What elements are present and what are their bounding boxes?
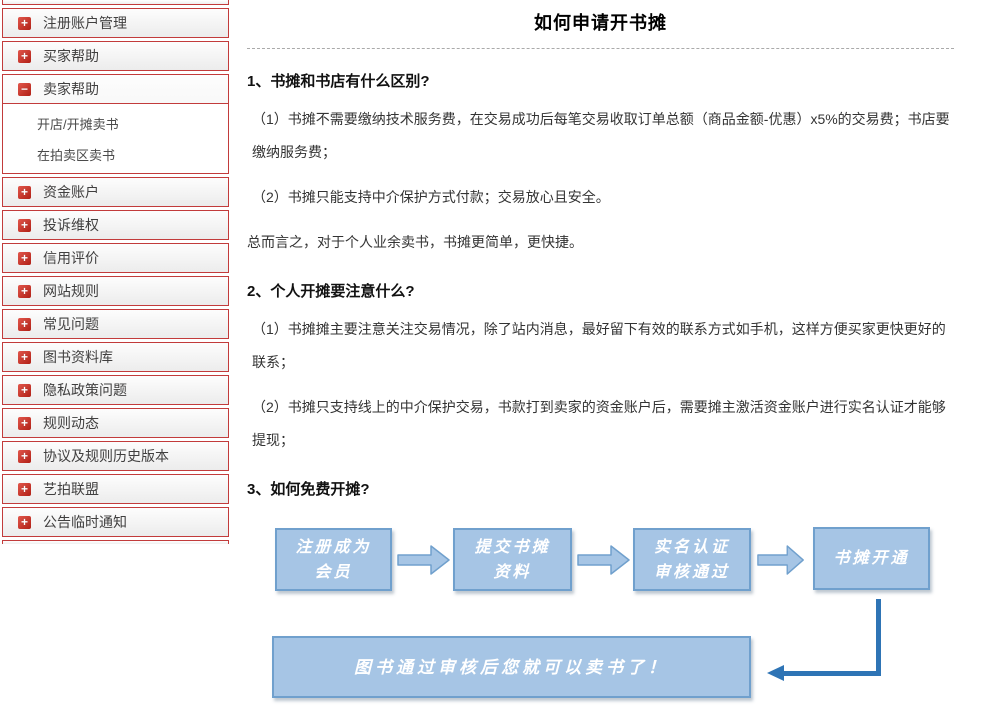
sidebar-subitem-open-store-stall[interactable]: 开店/开摊卖书 <box>37 117 119 132</box>
answer-paragraph: （1）书摊摊主要注意关注交易情况，除了站内消息，最好留下有效的联系方式如手机，这… <box>252 321 946 370</box>
sidebar-item-buyer-help: + 买家帮助 <box>2 41 229 71</box>
flow-step-real-name-verified: 实名认证 审核通过 <box>633 528 751 591</box>
collapse-minus-icon[interactable]: − <box>18 82 31 96</box>
title-divider <box>247 48 954 49</box>
seller-help-submenu: 开店/开摊卖书 在拍卖区卖书 <box>3 103 228 173</box>
elbow-arrow-horizontal-segment <box>783 671 881 676</box>
expand-plus-icon[interactable]: + <box>18 317 31 331</box>
sidebar-item-label: 资金账户 <box>43 184 99 200</box>
sidebar-item-partial-top <box>2 0 229 5</box>
sidebar-item-site-rules: + 网站规则 <box>2 276 229 306</box>
expand-plus-icon[interactable]: + <box>18 16 31 30</box>
sidebar-item-header[interactable]: + 投诉维权 <box>3 211 228 239</box>
sidebar-item-label: 买家帮助 <box>43 48 99 64</box>
question-2-heading: 2、个人开摊要注意什么? <box>247 283 415 300</box>
expand-plus-icon[interactable]: + <box>18 218 31 232</box>
sidebar-item-header[interactable]: + 规则动态 <box>3 409 228 437</box>
flow-step-line: 书摊开通 <box>833 550 910 567</box>
sidebar-subitem-auction-area[interactable]: 在拍卖区卖书 <box>37 148 116 163</box>
flow-step-line: 提交书摊 <box>474 538 551 556</box>
sidebar-item-label: 卖家帮助 <box>43 81 99 97</box>
sidebar-item-account-management: + 注册账户管理 <box>2 8 229 38</box>
sidebar-item-header[interactable]: + 公告临时通知 <box>3 508 228 536</box>
right-arrow-icon <box>757 544 805 576</box>
answer-paragraph: （1）书摊不需要缴纳技术服务费，在交易成功后每笔交易收取订单总额（商品金额-优惠… <box>252 111 950 160</box>
sidebar-item-label: 艺拍联盟 <box>43 481 99 497</box>
sidebar-item-header[interactable]: + 信用评价 <box>3 244 228 272</box>
expand-plus-icon[interactable]: + <box>18 284 31 298</box>
flow-step-register-member: 注册成为 会员 <box>275 528 392 591</box>
help-article: 如何申请开书摊 1、书摊和书店有什么区别? （1）书摊不需要缴纳技术服务费，在交… <box>247 0 954 721</box>
expand-plus-icon[interactable]: + <box>18 383 31 397</box>
left-arrowhead-icon <box>767 665 784 681</box>
sidebar-item-header[interactable]: + 买家帮助 <box>3 42 228 70</box>
answer-paragraph: （2）书摊只能支持中介保护方式付款；交易放心且安全。 <box>252 189 610 205</box>
expand-plus-icon[interactable]: + <box>18 515 31 529</box>
right-arrow-icon <box>577 544 631 576</box>
expand-plus-icon[interactable]: + <box>18 416 31 430</box>
sidebar-item-header[interactable]: + 艺拍联盟 <box>3 475 228 503</box>
expand-plus-icon[interactable]: + <box>18 49 31 63</box>
sidebar-item-seller-help: − 卖家帮助 开店/开摊卖书 在拍卖区卖书 <box>2 74 229 174</box>
sidebar-item-header[interactable]: + 注册账户管理 <box>3 9 228 37</box>
sidebar-item-header[interactable]: + 隐私政策问题 <box>3 376 228 404</box>
elbow-arrow-vertical-segment <box>876 599 881 676</box>
right-arrow-icon <box>397 544 451 576</box>
flow-step-line: 注册成为 <box>295 538 372 556</box>
sidebar-item-rule-updates: + 规则动态 <box>2 408 229 438</box>
answer-paragraph: （2）书摊只支持线上的中介保护交易，书款打到卖家的资金账户后，需要摊主激活资金账… <box>252 399 946 448</box>
flow-step-submit-stall-info: 提交书摊 资料 <box>453 528 572 591</box>
expand-plus-icon[interactable]: + <box>18 482 31 496</box>
sidebar-item-label: 协议及规则历史版本 <box>43 448 169 464</box>
sidebar-item-faq: + 常见问题 <box>2 309 229 339</box>
sidebar-item-label: 投诉维权 <box>43 217 99 233</box>
page-title: 如何申请开书摊 <box>534 13 667 33</box>
expand-plus-icon[interactable]: + <box>18 251 31 265</box>
sidebar-item-label: 注册账户管理 <box>43 15 127 31</box>
flow-step-line: 会员 <box>314 563 353 581</box>
sidebar-item-label: 常见问题 <box>43 316 99 332</box>
sidebar-item-header[interactable]: − 卖家帮助 <box>3 75 228 103</box>
sidebar-item-header[interactable]: + 网站规则 <box>3 277 228 305</box>
sidebar-item-header[interactable]: + 常见问题 <box>3 310 228 338</box>
sidebar-item-partial-bottom <box>2 540 229 544</box>
sidebar-item-header[interactable]: + 资金账户 <box>3 178 228 206</box>
sidebar-item-funds-account: + 资金账户 <box>2 177 229 207</box>
sidebar-item-label: 信用评价 <box>43 250 99 266</box>
sidebar-item-header[interactable]: + 图书资料库 <box>3 343 228 371</box>
sidebar-item-label: 规则动态 <box>43 415 99 431</box>
sidebar-item-label: 图书资料库 <box>43 349 113 365</box>
flow-step-line: 资料 <box>493 563 532 581</box>
sidebar-item-announcements: + 公告临时通知 <box>2 507 229 537</box>
flow-step-line: 审核通过 <box>653 563 730 581</box>
help-category-sidebar: + 注册账户管理 + 买家帮助 − 卖家帮助 开店/开摊卖书 在拍卖区卖书 + … <box>2 0 229 544</box>
flow-step-stall-opened: 书摊开通 <box>813 527 930 590</box>
sidebar-item-label: 网站规则 <box>43 283 99 299</box>
sidebar-item-privacy-policy: + 隐私政策问题 <box>2 375 229 405</box>
sidebar-item-label: 隐私政策问题 <box>43 382 127 398</box>
answer-paragraph: 总而言之，对于个人业余卖书，书摊更简单，更快捷。 <box>247 234 583 250</box>
expand-plus-icon[interactable]: + <box>18 449 31 463</box>
sidebar-item-header[interactable]: + 协议及规则历史版本 <box>3 442 228 470</box>
flow-step-line: 实名认证 <box>653 538 730 556</box>
sidebar-item-rule-history: + 协议及规则历史版本 <box>2 441 229 471</box>
open-stall-flowchart: 注册成为 会员 提交书摊 资料 实名认证 审核通过 书摊开通 图书通过审核后您就… <box>247 511 954 721</box>
flow-final-label: 图书通过审核后您就可以卖书了！ <box>354 657 669 677</box>
sidebar-item-complaints: + 投诉维权 <box>2 210 229 240</box>
question-3-heading: 3、如何免费开摊? <box>247 481 370 498</box>
expand-plus-icon[interactable]: + <box>18 185 31 199</box>
sidebar-item-book-database: + 图书资料库 <box>2 342 229 372</box>
sidebar-item-label: 公告临时通知 <box>43 514 127 530</box>
expand-plus-icon[interactable]: + <box>18 350 31 364</box>
question-1-heading: 1、书摊和书店有什么区别? <box>247 73 430 90</box>
sidebar-item-credit-rating: + 信用评价 <box>2 243 229 273</box>
sidebar-item-art-auction-alliance: + 艺拍联盟 <box>2 474 229 504</box>
flow-step-final-can-sell-books: 图书通过审核后您就可以卖书了！ <box>272 636 751 698</box>
